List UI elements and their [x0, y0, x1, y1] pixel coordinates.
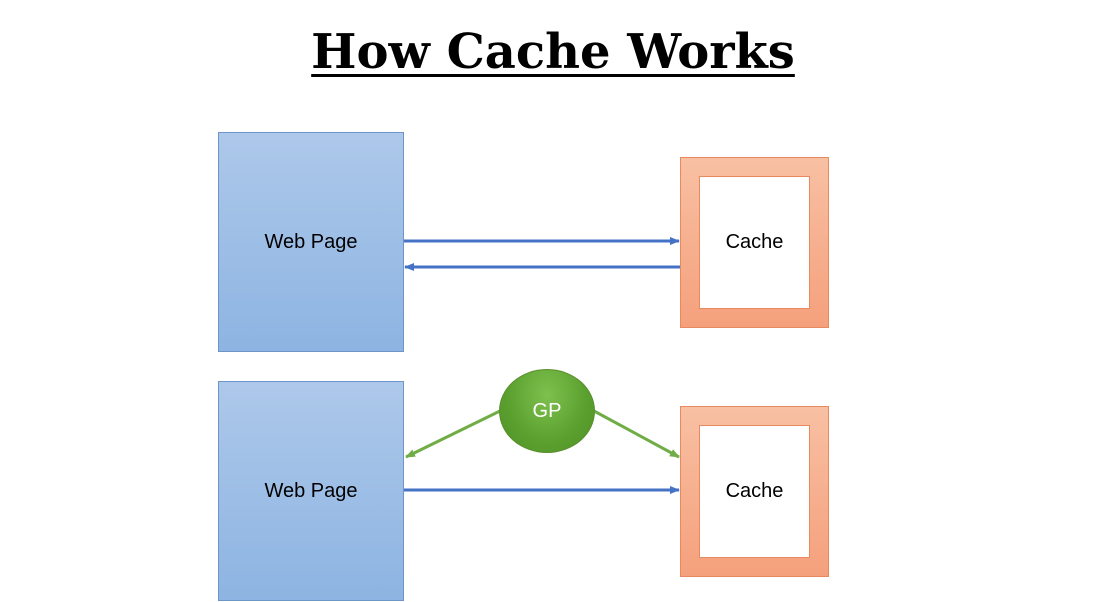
gp-to-webpage-arrow — [405, 409, 501, 459]
bottom-webpage-label: Web Page — [264, 479, 358, 502]
bottom-cache-inner: Cache — [699, 425, 810, 558]
diagram-title: How Cache Works — [0, 22, 1106, 82]
top-webpage-label: Web Page — [264, 230, 358, 253]
top-webpage-box: Web Page — [218, 132, 404, 352]
top-cache-box: Cache — [680, 157, 829, 328]
top-cache-inner: Cache — [699, 176, 810, 309]
bottom-cache-label: Cache — [725, 480, 784, 502]
gp-to-cache-arrow — [593, 409, 680, 459]
diagram-title-text: How Cache Works — [311, 24, 795, 80]
gp-label: GP — [532, 399, 562, 422]
bottom-webpage-box: Web Page — [218, 381, 404, 601]
bottom-cache-box: Cache — [680, 406, 829, 577]
top-cache-label: Cache — [725, 231, 784, 253]
gp-node: GP — [499, 369, 595, 453]
